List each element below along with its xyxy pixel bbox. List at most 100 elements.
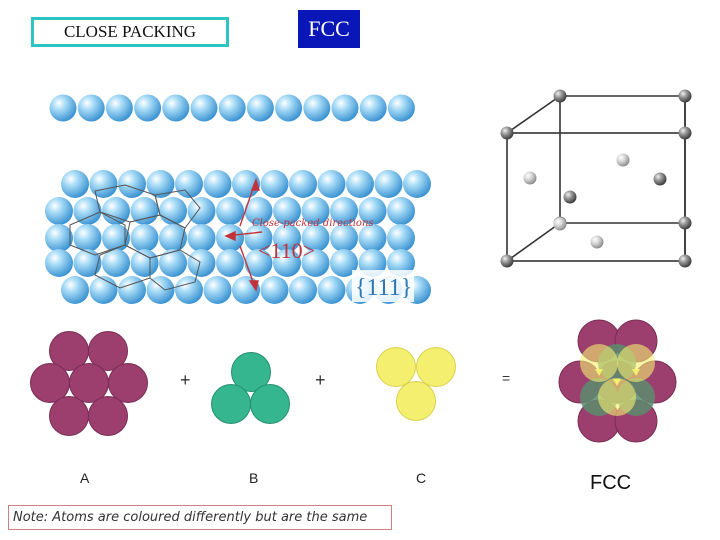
void-marker (632, 369, 640, 376)
hexagon-outlines (69, 184, 201, 291)
note-text: Note: Atoms are coloured differently but… (13, 510, 368, 525)
sphere (61, 170, 89, 198)
face-atom (590, 235, 604, 249)
sphere (244, 197, 273, 225)
sphere (130, 224, 159, 252)
corner-atom (678, 126, 692, 140)
fcc-badge-text: FCC (308, 16, 350, 41)
sphere (358, 197, 387, 225)
layer-b-cluster (211, 352, 290, 424)
corner-atom (553, 89, 567, 103)
sphere (330, 197, 358, 225)
sphere (105, 94, 133, 122)
corner-atom (678, 89, 692, 103)
sphere (289, 276, 317, 304)
sphere (358, 224, 387, 252)
sphere (246, 94, 274, 122)
sphere (260, 170, 289, 198)
sphere (187, 197, 216, 225)
sphere (203, 276, 232, 304)
sphere (45, 224, 73, 252)
sphere (45, 197, 73, 225)
sphere (301, 197, 330, 225)
sphere (403, 170, 431, 198)
corner-atom (678, 216, 692, 230)
sphere (159, 224, 187, 252)
sphere (301, 224, 330, 252)
sphere (387, 197, 415, 225)
sphere (159, 197, 187, 225)
direction-caption: Close-packed directions (252, 218, 374, 229)
sphere (187, 249, 216, 277)
void-marker (595, 369, 603, 376)
sphere (244, 249, 273, 277)
sphere (218, 94, 246, 122)
sphere (130, 197, 159, 225)
sphere (346, 170, 374, 198)
note-box: Note: Atoms are coloured differently but… (8, 505, 392, 530)
sphere (89, 276, 118, 304)
sphere (374, 170, 403, 198)
sphere (175, 170, 203, 198)
sphere (130, 249, 159, 277)
atom-a (69, 363, 109, 403)
sphere (73, 197, 102, 225)
fcc-unit-cell (500, 89, 692, 268)
sphere (273, 197, 301, 225)
sphere (275, 94, 303, 122)
face-atom (523, 171, 537, 185)
equals-sign: = (502, 370, 510, 386)
sphere (175, 276, 203, 304)
sphere (162, 94, 190, 122)
sphere (317, 276, 346, 304)
face-atom (553, 217, 567, 231)
sphere (289, 170, 317, 198)
void-marker (613, 379, 621, 386)
sphere (61, 276, 89, 304)
sphere (102, 197, 130, 225)
sphere (359, 94, 387, 122)
sphere (330, 249, 358, 277)
atom-c (598, 378, 636, 416)
close-packed-direction-arrows (224, 177, 263, 292)
sphere (232, 170, 260, 198)
atom-b (250, 384, 290, 424)
sphere (73, 224, 102, 252)
sphere (89, 170, 118, 198)
atom-c (580, 344, 618, 382)
atom-c (396, 381, 436, 421)
direction-index: <110> (258, 238, 315, 263)
atom-a (88, 396, 128, 436)
sphere (159, 249, 187, 277)
plane-index: {111} (355, 275, 412, 301)
sphere (244, 224, 273, 252)
fcc-stack-cluster (558, 319, 677, 443)
sphere (146, 276, 175, 304)
layer-b-label: B (249, 470, 258, 486)
atom-b (211, 384, 251, 424)
atom-c (416, 347, 456, 387)
plus-sign-1: + (180, 370, 191, 390)
sphere (45, 249, 73, 277)
close-packed-row (49, 94, 415, 122)
sphere (387, 94, 415, 122)
sphere (273, 249, 301, 277)
sphere (102, 249, 130, 277)
atom-a (30, 363, 70, 403)
page-title: CLOSE PACKING (63, 22, 197, 41)
sphere (260, 276, 289, 304)
atom-b (231, 352, 271, 392)
fcc-badge: FCC (298, 10, 360, 48)
sphere (387, 224, 415, 252)
sphere (301, 249, 330, 277)
sphere (303, 94, 331, 122)
sphere (73, 249, 102, 277)
layer-c-label: C (416, 470, 426, 486)
face-atom (563, 190, 577, 204)
sphere (49, 94, 77, 122)
sphere (118, 170, 146, 198)
layer-a-label: A (80, 470, 90, 486)
sphere (203, 170, 232, 198)
sphere (118, 276, 146, 304)
fcc-result-label: FCC (590, 472, 632, 494)
